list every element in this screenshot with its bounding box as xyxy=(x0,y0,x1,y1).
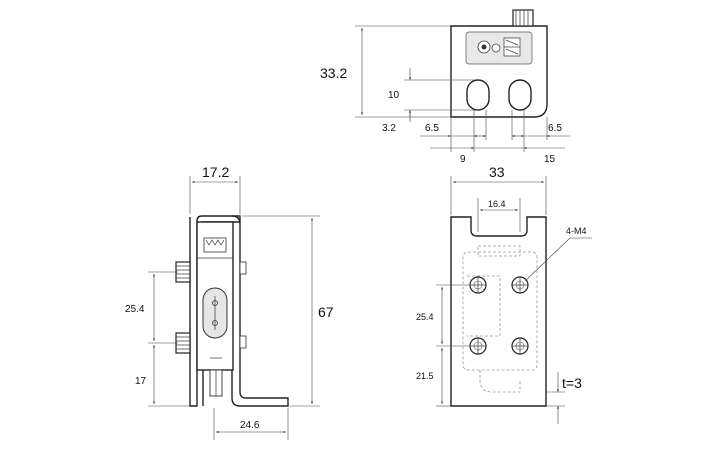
dim-bracket-width: 33 xyxy=(489,164,505,180)
dim-side-mount-pitch: 25.4 xyxy=(125,304,145,315)
dim-side-width: 17.2 xyxy=(202,164,229,180)
top-view-slot-right xyxy=(508,79,532,111)
dim-top-right-span: 15 xyxy=(544,154,556,165)
bracket-view: 33 16.4 4-M4 25.4 21.5 t=3 xyxy=(416,164,592,424)
side-view: 17.2 67 25.4 17 24.6 xyxy=(125,164,334,440)
dim-top-right-edge: 6.5 xyxy=(548,123,562,134)
dim-bracket-bottom: 21.5 xyxy=(416,371,434,381)
bracket-hole-tr xyxy=(511,276,529,294)
dim-bracket-inner: 16.4 xyxy=(488,199,506,209)
side-view-knob-lower xyxy=(175,332,191,354)
bracket-hole-br xyxy=(511,337,529,355)
bracket-hole-tl xyxy=(469,276,487,294)
dim-side-height: 67 xyxy=(318,304,334,320)
bracket-plate xyxy=(450,216,547,407)
bracket-hole-bl xyxy=(469,337,487,355)
dim-bracket-hole-spec: 4-M4 xyxy=(566,226,587,236)
dim-top-height: 33.2 xyxy=(320,65,347,81)
dim-top-slot-pitch: 10 xyxy=(388,90,400,101)
top-view: 33.2 10 3.2 6.5 6.5 9 15 xyxy=(320,9,570,165)
top-view-slot-left xyxy=(466,79,490,111)
side-view-knob-upper xyxy=(175,261,191,283)
dim-top-slot-spacing: 9 xyxy=(460,154,466,165)
dim-side-lower: 17 xyxy=(135,376,147,387)
dim-side-foot: 24.6 xyxy=(240,420,260,431)
dim-bracket-hole-pitch: 25.4 xyxy=(416,312,434,322)
dim-top-base-offset: 3.2 xyxy=(382,123,396,134)
dim-top-left-edge: 6.5 xyxy=(425,123,439,134)
dim-bracket-thickness: t=3 xyxy=(562,375,582,391)
adjust-dial-icon xyxy=(491,43,501,53)
bracket-hidden-sensor xyxy=(462,251,538,371)
